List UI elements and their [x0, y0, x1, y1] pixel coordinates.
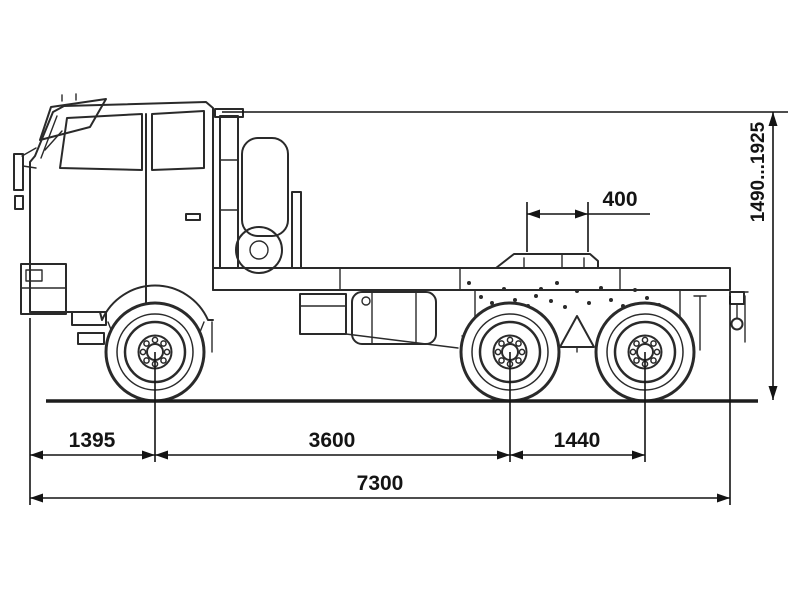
- fifth-wheel: [495, 253, 599, 269]
- dim-label-fifth-wheel-offset: 400: [602, 188, 637, 211]
- cab-outline: [29, 101, 214, 313]
- dimension-annotations: 1395 3600 1440 7300 400 1490...1925: [29, 111, 788, 505]
- headlamp: [25, 269, 43, 282]
- battery-box: [299, 293, 347, 335]
- fuel-tank: [351, 291, 437, 345]
- air-cleaner-drum: [235, 226, 283, 274]
- frame-bolts: [467, 281, 661, 309]
- dim-row-overall-length: 7300: [30, 472, 730, 503]
- tow-coupling: [729, 291, 745, 305]
- rear-end: [693, 291, 749, 351]
- wheels: [104, 301, 696, 403]
- dim-label-overall-length: 7300: [357, 472, 404, 495]
- mirror-arms: [21, 147, 37, 169]
- cab-step-lower: [77, 332, 105, 345]
- fifth-wheel-plate: [495, 253, 599, 269]
- tow-hook: [730, 317, 744, 331]
- cab-step-upper: [71, 311, 107, 326]
- dim-fifth-wheel-offset: 400: [526, 188, 650, 252]
- door-window: [59, 113, 143, 171]
- rear-mudflap: [693, 295, 707, 351]
- stack-cap: [214, 108, 244, 118]
- door-handle: [185, 213, 201, 221]
- roof-marker-lights: [61, 93, 77, 102]
- bogie-balance-beam: [559, 315, 595, 353]
- cab: [13, 93, 214, 353]
- front-bumper: [20, 263, 67, 315]
- mirror: [13, 153, 24, 191]
- extension-lines: [29, 296, 731, 505]
- behind-cab-equipment: [214, 108, 437, 345]
- dim-row-axles: 1395 3600 1440: [30, 429, 645, 460]
- dim-height: 1490...1925: [222, 111, 788, 400]
- cab-tilt-cylinder: [291, 191, 302, 269]
- roof-deflector: [39, 98, 107, 141]
- cab-rear-tank: [241, 137, 289, 237]
- air-intake-stack: [219, 115, 239, 269]
- dim-label-bogie-spacing: 1440: [554, 429, 601, 452]
- rear-side-window: [151, 110, 205, 171]
- fuel-cap: [361, 296, 371, 306]
- chassis-frame: [212, 267, 731, 291]
- dim-label-wheelbase: 3600: [309, 429, 356, 452]
- dim-label-front-overhang: 1395: [69, 429, 116, 452]
- wide-angle-mirror: [14, 195, 24, 210]
- dim-label-height-range: 1490...1925: [748, 121, 769, 222]
